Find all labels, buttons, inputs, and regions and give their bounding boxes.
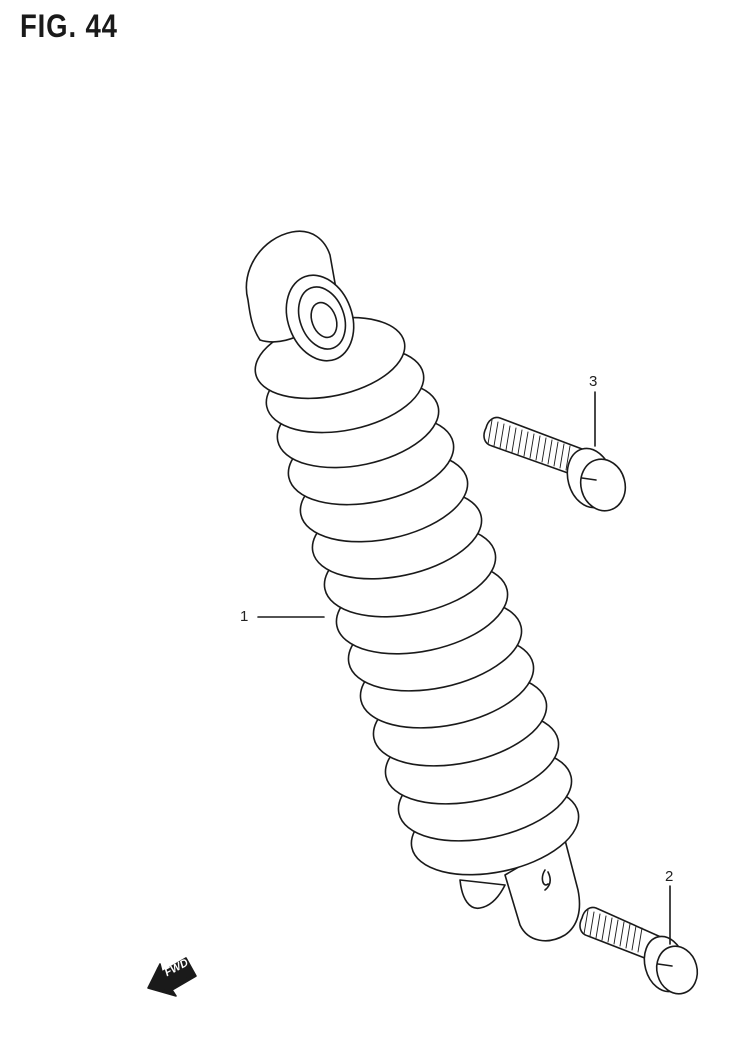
- callout-part-2[interactable]: 2: [665, 868, 674, 885]
- upper-mounting-bolt[interactable]: [483, 416, 631, 515]
- upper-eye-mount: [245, 230, 355, 362]
- bolt-2-threads: [583, 909, 643, 953]
- figure-title: FIG. 44: [20, 8, 118, 44]
- coil-spring: [254, 316, 580, 876]
- bolt-3-threads: [487, 419, 571, 471]
- lower-mounting-bolt[interactable]: [579, 906, 703, 998]
- callout-part-1[interactable]: 1: [240, 608, 249, 625]
- fwd-arrow-icon: [147, 957, 197, 997]
- callout-part-3[interactable]: 3: [589, 373, 598, 390]
- shock-absorber[interactable]: [245, 230, 587, 942]
